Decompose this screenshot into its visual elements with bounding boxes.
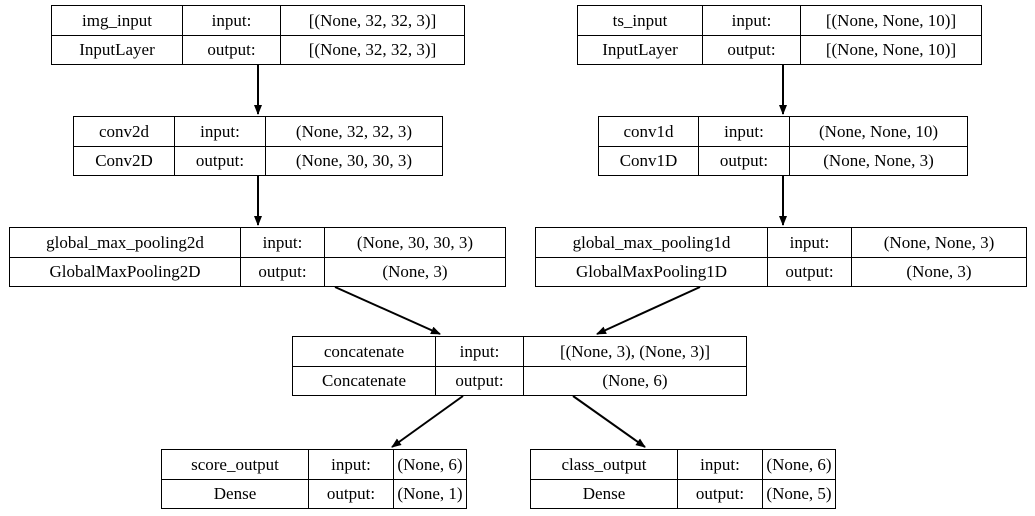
node-name: conv1d (599, 117, 699, 146)
output-label: output: (309, 479, 394, 508)
output-shape: (None, 6) (602, 371, 668, 391)
output-shape: [(None, None, 10)] (825, 40, 957, 60)
output-shape: (None, 5) (766, 484, 832, 504)
node-name: img_input (52, 6, 183, 35)
output-label: output: (703, 35, 801, 64)
node-name: global_max_pooling1d (536, 228, 768, 257)
input-shape: (None, 6) (766, 454, 832, 474)
edge-global_max_pooling2d-to-concatenate (334, 286, 441, 335)
node-row-input: global_max_pooling2d input: (None, 30, 3… (10, 228, 505, 258)
output-label: output: (678, 479, 763, 508)
node-conv1d[interactable]: conv1d input: (None, None, 10) Conv1D ou… (598, 116, 968, 176)
node-row-input: conv2d input: (None, 32, 32, 3) (74, 117, 442, 147)
node-row-output: GlobalMaxPooling2D output: (None, 3) (10, 257, 505, 286)
input-label: input: (703, 6, 801, 35)
node-global_max_pooling2d[interactable]: global_max_pooling2d input: (None, 30, 3… (9, 227, 506, 287)
input-shape: [(None, 32, 32, 3)] (308, 10, 437, 30)
node-name: score_output (162, 450, 309, 479)
node-name: ts_input (578, 6, 703, 35)
node-row-output: Dense output: (None, 1) (162, 479, 466, 508)
node-row-input: img_input input: [(None, 32, 32, 3)] (52, 6, 464, 36)
input-label: input: (183, 6, 281, 35)
node-name: class_output (531, 450, 678, 479)
output-shape: [(None, 32, 32, 3)] (308, 40, 437, 60)
output-shape: (None, 30, 30, 3) (295, 151, 413, 171)
node-name: global_max_pooling2d (10, 228, 241, 257)
node-conv2d[interactable]: conv2d input: (None, 32, 32, 3) Conv2D o… (73, 116, 443, 176)
input-label: input: (436, 337, 524, 366)
output-label: output: (183, 35, 281, 64)
node-row-output: Conv1D output: (None, None, 3) (599, 146, 967, 175)
node-row-input: score_output input: (None, 6) (162, 450, 466, 480)
node-row-input: conv1d input: (None, None, 10) (599, 117, 967, 147)
output-shape: (None, 3) (382, 262, 448, 282)
output-shape: (None, None, 3) (823, 151, 934, 171)
node-img_input[interactable]: img_input input: [(None, 32, 32, 3)] Inp… (51, 5, 465, 65)
node-row-output: GlobalMaxPooling1D output: (None, 3) (536, 257, 1026, 286)
node-ts_input[interactable]: ts_input input: [(None, None, 10)] Input… (577, 5, 982, 65)
node-class_output[interactable]: class_output input: (None, 6) Dense outp… (530, 449, 836, 509)
node-class: GlobalMaxPooling1D (536, 257, 768, 286)
input-label: input: (768, 228, 852, 257)
output-label: output: (436, 366, 524, 395)
edge-concatenate-to-class_output (572, 395, 646, 448)
output-label: output: (699, 146, 790, 175)
input-shape: (None, 30, 30, 3) (356, 232, 474, 252)
node-score_output[interactable]: score_output input: (None, 6) Dense outp… (161, 449, 467, 509)
node-row-output: Concatenate output: (None, 6) (293, 366, 746, 395)
output-shape: (None, 1) (397, 484, 463, 504)
node-class: Conv2D (74, 146, 175, 175)
input-label: input: (175, 117, 266, 146)
node-row-output: InputLayer output: [(None, 32, 32, 3)] (52, 35, 464, 64)
input-shape: [(None, None, 10)] (825, 10, 957, 30)
node-class: Concatenate (293, 366, 436, 395)
node-global_max_pooling1d[interactable]: global_max_pooling1d input: (None, None,… (535, 227, 1027, 287)
node-row-output: InputLayer output: [(None, None, 10)] (578, 35, 981, 64)
node-row-input: class_output input: (None, 6) (531, 450, 835, 480)
node-class: Dense (531, 479, 678, 508)
input-shape: (None, None, 3) (883, 232, 995, 252)
edge-global_max_pooling1d-to-concatenate (596, 286, 701, 335)
node-concatenate[interactable]: concatenate input: [(None, 3), (None, 3)… (292, 336, 747, 396)
node-class: GlobalMaxPooling2D (10, 257, 241, 286)
output-label: output: (241, 257, 325, 286)
node-class: InputLayer (578, 35, 703, 64)
input-shape: [(None, 3), (None, 3)] (559, 341, 711, 361)
output-label: output: (175, 146, 266, 175)
node-row-output: Dense output: (None, 5) (531, 479, 835, 508)
node-row-output: Conv2D output: (None, 30, 30, 3) (74, 146, 442, 175)
node-class: Dense (162, 479, 309, 508)
node-row-input: ts_input input: [(None, None, 10)] (578, 6, 981, 36)
input-label: input: (678, 450, 763, 479)
node-class: InputLayer (52, 35, 183, 64)
node-class: Conv1D (599, 146, 699, 175)
output-shape: (None, 3) (906, 262, 972, 282)
input-shape: (None, 6) (397, 454, 463, 474)
node-row-input: concatenate input: [(None, 3), (None, 3)… (293, 337, 746, 367)
input-label: input: (241, 228, 325, 257)
input-label: input: (699, 117, 790, 146)
input-label: input: (309, 450, 394, 479)
input-shape: (None, 32, 32, 3) (295, 121, 413, 141)
edge-concatenate-to-score_output (391, 395, 464, 448)
node-name: concatenate (293, 337, 436, 366)
node-row-input: global_max_pooling1d input: (None, None,… (536, 228, 1026, 258)
node-name: conv2d (74, 117, 175, 146)
output-label: output: (768, 257, 852, 286)
input-shape: (None, None, 10) (819, 121, 938, 141)
